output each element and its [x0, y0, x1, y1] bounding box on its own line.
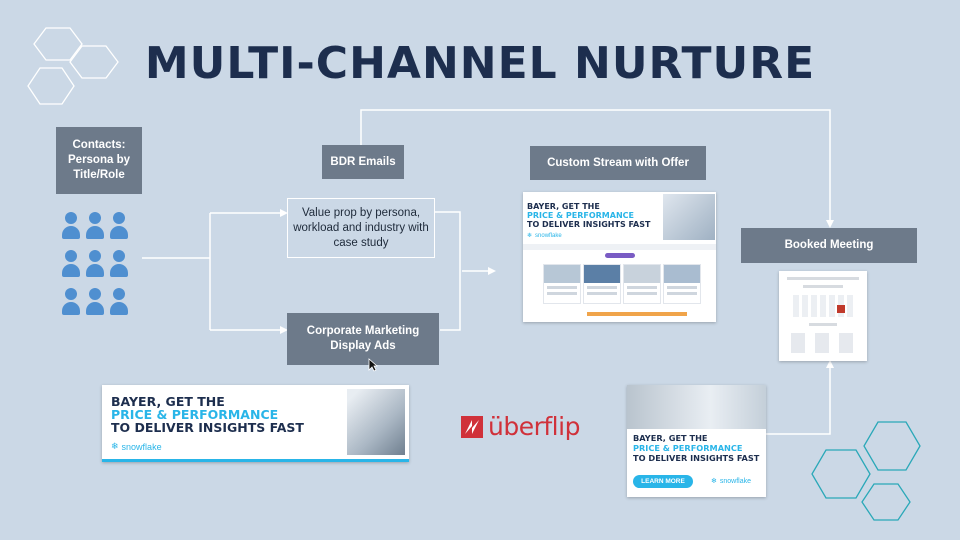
banner-snowflake-text: snowflake — [121, 441, 162, 452]
people-icon-grid — [60, 212, 140, 322]
mouse-cursor-icon — [368, 358, 378, 372]
banner-line2: PRICE & PERFORMANCE — [111, 407, 279, 422]
calendar-subheader-line — [803, 285, 843, 288]
value-prop-label: Value prop by persona, workload and indu… — [293, 206, 429, 249]
square-ad-line1: BAYER, GET THE — [633, 433, 708, 443]
stream-snowflake-logo: ❄snowflake — [527, 232, 562, 240]
meeting-calendar-preview — [779, 271, 867, 361]
corporate-ads-label: Corporate Marketing Display Ads — [306, 325, 420, 352]
calendar-header-line — [787, 277, 859, 280]
display-ad-square[interactable]: BAYER, GET THE PRICE & PERFORMANCE TO DE… — [627, 385, 766, 497]
booked-meeting-label: Booked Meeting — [784, 239, 874, 251]
banner-line3: TO DELIVER INSIGHTS FAST — [111, 420, 304, 435]
display-ad-banner[interactable]: BAYER, GET THE PRICE & PERFORMANCE TO DE… — [102, 385, 409, 462]
learn-more-button[interactable]: LEARN MORE — [633, 475, 693, 488]
hexagon-cluster-top-left-icon — [27, 27, 119, 105]
uberflip-logo: überflip — [461, 412, 580, 441]
square-ad-photo — [627, 385, 766, 429]
banner-line1: BAYER, GET THE — [111, 394, 225, 409]
person-icon — [62, 288, 80, 315]
stream-footer-bar — [587, 312, 687, 316]
square-snowflake-logo: ❄snowflake — [711, 477, 752, 486]
custom-stream-node: Custom Stream with Offer — [530, 146, 706, 180]
stream-pill-button[interactable] — [605, 253, 635, 258]
banner-snowflake-logo: ❄snowflake — [111, 441, 162, 452]
stream-hero-line1: BAYER, GET THE — [527, 202, 600, 211]
stream-hero: BAYER, GET THE PRICE & PERFORMANCE TO DE… — [523, 192, 716, 242]
person-icon — [110, 288, 128, 315]
square-snowflake-text: snowflake — [719, 477, 752, 485]
square-ad-line2: PRICE & PERFORMANCE — [633, 443, 743, 453]
stream-tile[interactable] — [543, 264, 581, 304]
stream-tile[interactable] — [623, 264, 661, 304]
person-icon — [86, 288, 104, 315]
uberflip-wordmark: überflip — [488, 412, 580, 441]
booked-meeting-node: Booked Meeting — [741, 228, 917, 263]
person-icon — [62, 250, 80, 277]
snowflake-icon: ❄ — [527, 233, 533, 239]
person-icon — [86, 212, 104, 239]
stream-hero-line3: TO DELIVER INSIGHTS FAST — [527, 220, 651, 229]
hexagon-cluster-bottom-right-icon — [811, 421, 921, 521]
page-title: MULTI-CHANNEL NURTURE — [144, 38, 816, 89]
stream-hero-image — [663, 194, 715, 240]
stream-snowflake-text: snowflake — [535, 232, 562, 239]
learn-more-label: LEARN MORE — [641, 478, 685, 485]
bdr-emails-label: BDR Emails — [330, 155, 396, 168]
snowflake-icon: ❄ — [111, 441, 119, 451]
calendar-slots — [791, 333, 855, 353]
person-icon — [86, 250, 104, 277]
stream-tile[interactable] — [583, 264, 621, 304]
banner-photo — [347, 389, 405, 455]
person-icon — [62, 212, 80, 239]
snowflake-icon: ❄ — [711, 478, 717, 485]
custom-stream-label: Custom Stream with Offer — [547, 156, 689, 169]
contacts-node: Contacts: Persona by Title/Role — [56, 127, 142, 194]
calendar-selected-day[interactable] — [837, 305, 845, 313]
calendar-time-label — [809, 323, 837, 326]
uberflip-mark-icon — [461, 415, 483, 438]
stream-divider — [523, 244, 716, 250]
corporate-ads-node: Corporate Marketing Display Ads — [287, 313, 439, 365]
bdr-emails-node: BDR Emails — [322, 145, 404, 179]
square-ad-line3: TO DELIVER INSIGHTS FAST — [633, 453, 760, 463]
person-icon — [110, 250, 128, 277]
stream-hero-line2: PRICE & PERFORMANCE — [527, 211, 634, 220]
stream-tile[interactable] — [663, 264, 701, 304]
custom-stream-preview: BAYER, GET THE PRICE & PERFORMANCE TO DE… — [523, 192, 716, 322]
value-prop-node: Value prop by persona, workload and indu… — [287, 198, 435, 258]
contacts-node-label: Contacts: Persona by Title/Role — [68, 139, 130, 181]
person-icon — [110, 212, 128, 239]
